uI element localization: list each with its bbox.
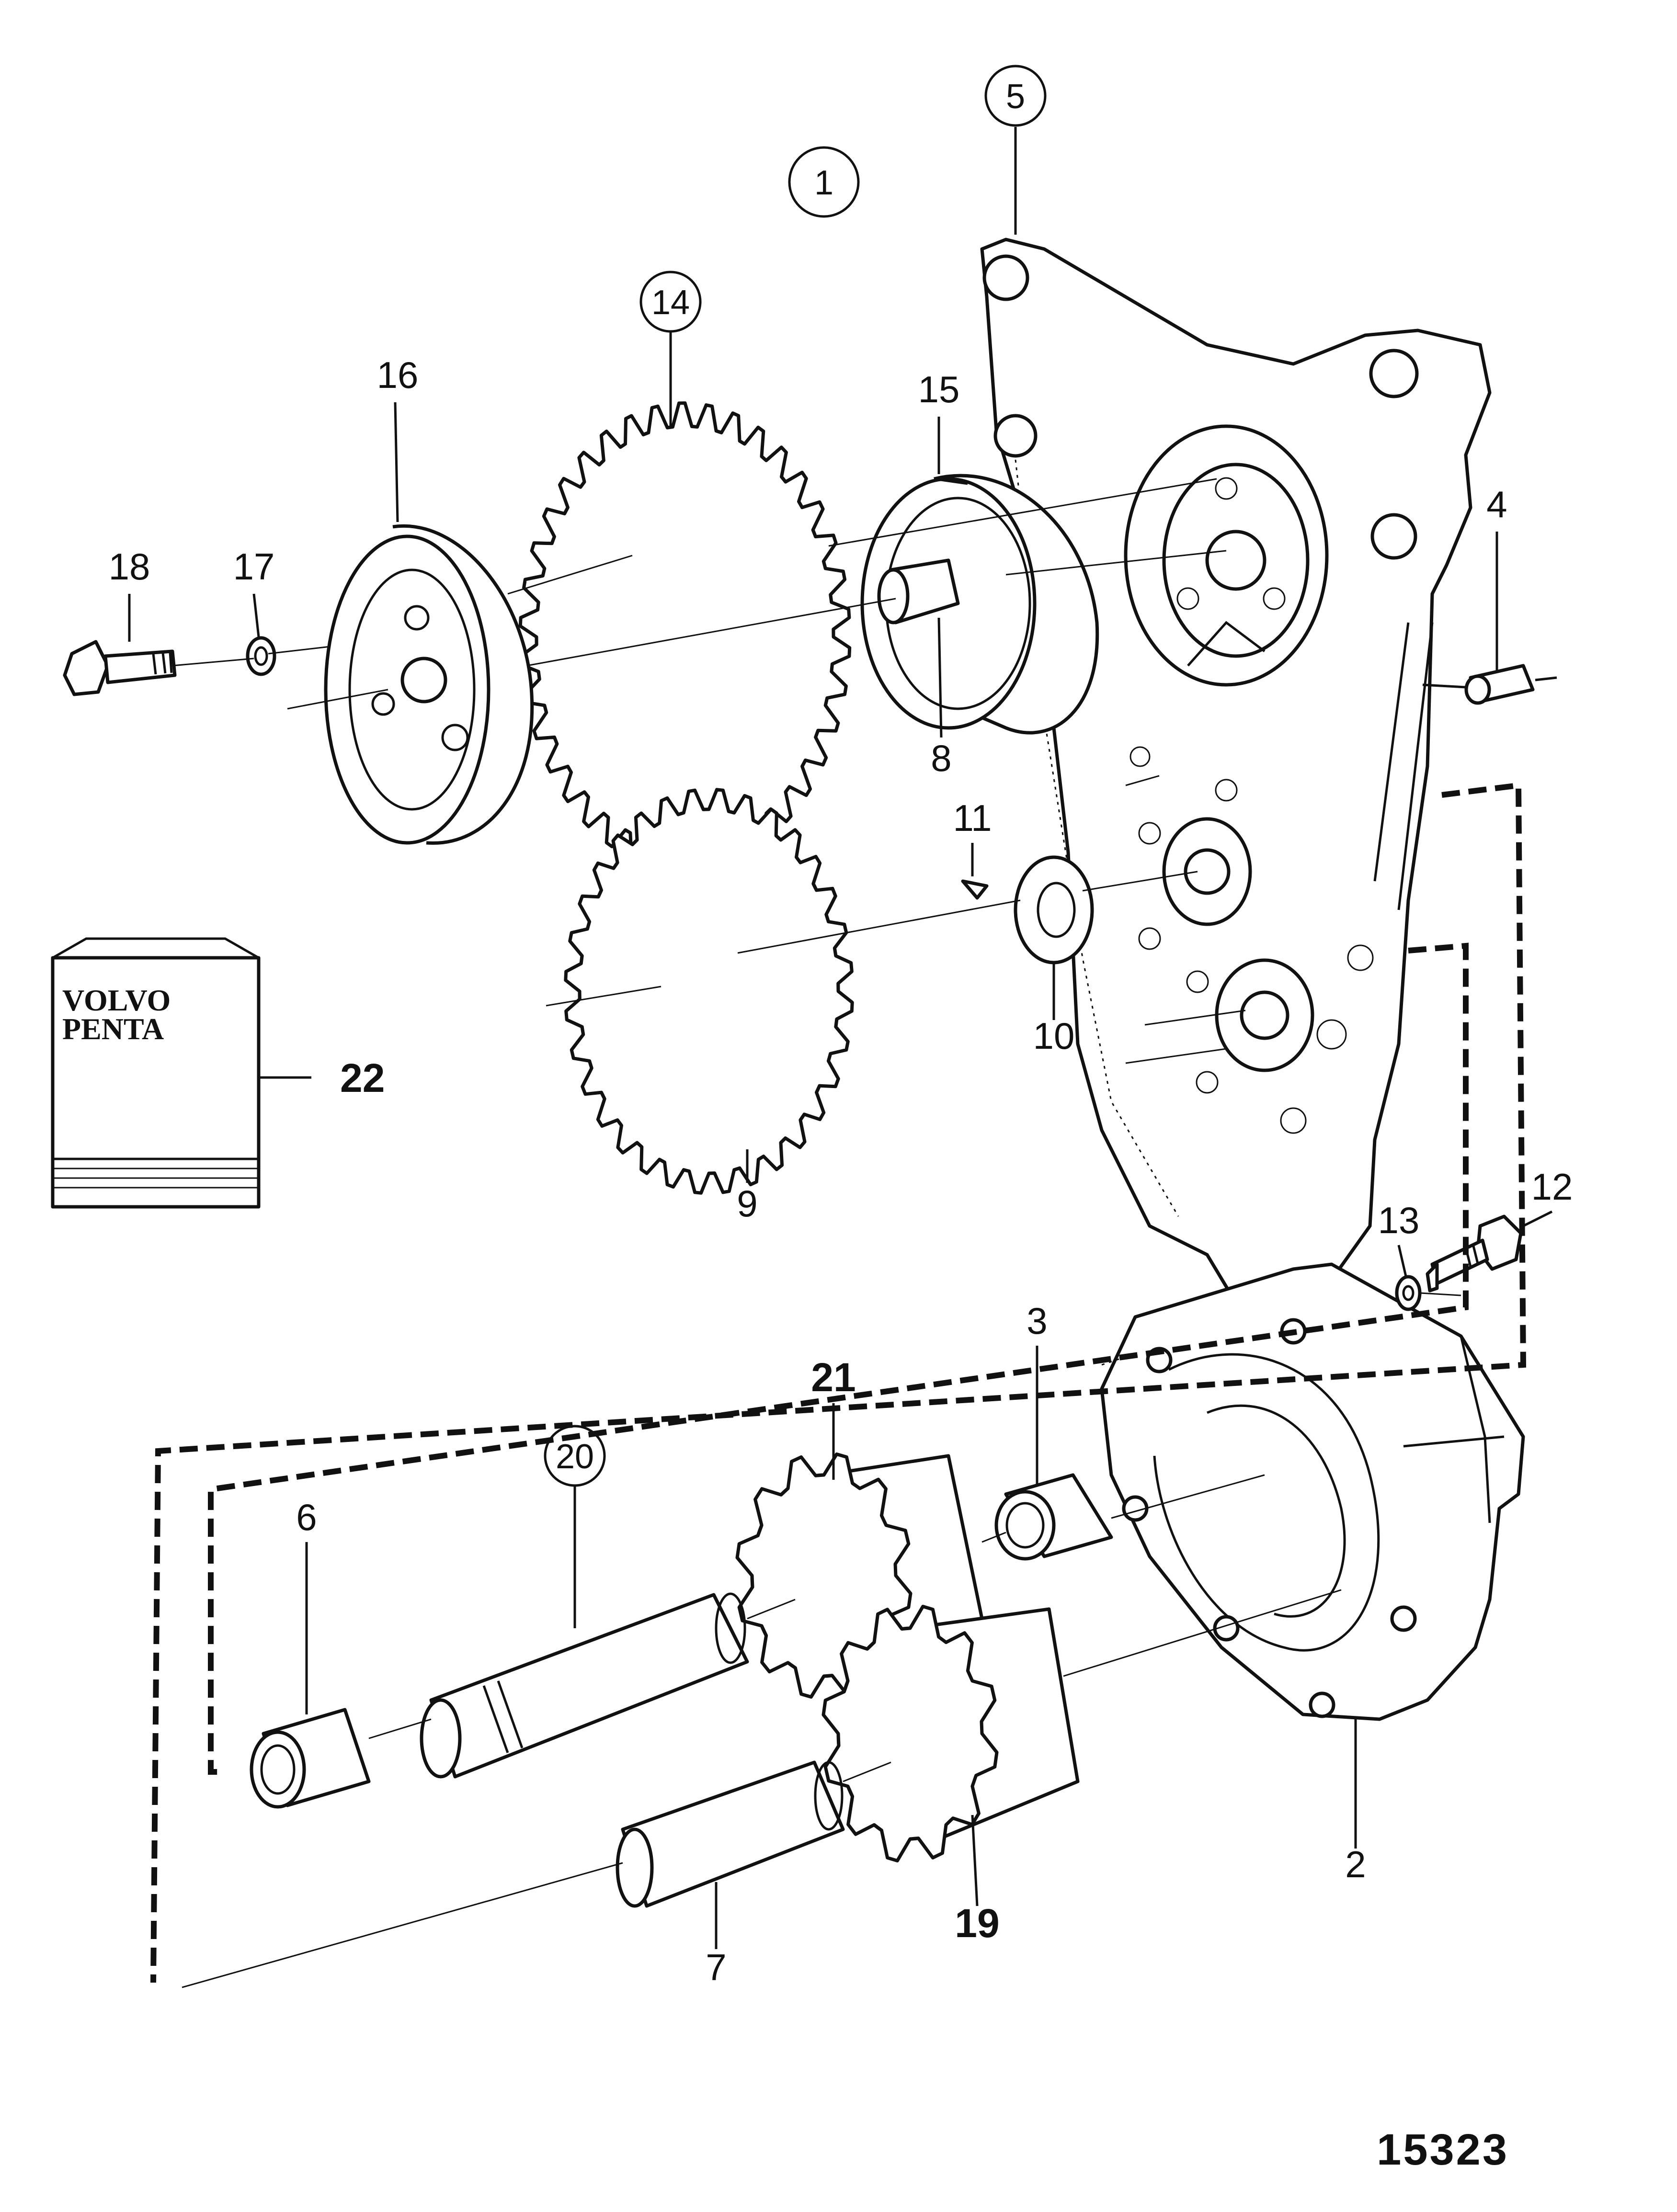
part-callouts: 16 15 17 18 4 8 11 10 9 22 12 13 3 21 6 … xyxy=(109,354,1573,1988)
bolt-12 xyxy=(1426,1214,1523,1293)
timing-cover xyxy=(980,238,1492,1305)
gasket-kit-22: VOLVO PENTA xyxy=(51,937,261,1209)
gear-teeth xyxy=(564,788,854,1195)
callout-22: 22 xyxy=(340,1055,385,1100)
pulley-16 xyxy=(324,524,534,845)
bushing-6 xyxy=(250,1708,371,1809)
drawing-number: 15323 xyxy=(1377,2125,1509,2174)
callout-15: 15 xyxy=(918,368,960,410)
key-11 xyxy=(961,879,989,900)
washer-13 xyxy=(1395,1275,1422,1311)
callout-19: 19 xyxy=(955,1901,999,1946)
callout-13: 13 xyxy=(1378,1199,1420,1241)
idler-gear-9 xyxy=(564,788,854,1195)
callout-11: 11 xyxy=(953,797,992,839)
bolt-18 xyxy=(63,640,177,696)
gear-tooth-profile xyxy=(564,788,854,1195)
callout-6: 6 xyxy=(296,1496,317,1538)
callout-circle-1 xyxy=(788,146,860,218)
callout-4: 4 xyxy=(1486,483,1507,525)
callout-18: 18 xyxy=(109,545,150,588)
callout-3: 3 xyxy=(1027,1300,1047,1342)
callout-7: 7 xyxy=(706,1946,726,1988)
callout-10: 10 xyxy=(1033,1015,1075,1057)
pump-gear-19 xyxy=(821,1605,1080,1862)
callout-21: 21 xyxy=(811,1355,856,1400)
shaft-7 xyxy=(616,1760,845,1908)
circled-callouts: 1 5 14 20 xyxy=(544,65,1047,1487)
callout-9: 9 xyxy=(737,1182,757,1225)
callout-17: 17 xyxy=(233,545,275,588)
bushing-4 xyxy=(1422,664,1557,705)
callout-14: 14 xyxy=(651,284,690,322)
assembly-lines xyxy=(172,478,1461,1988)
pump-housing-2 xyxy=(1100,1262,1525,1721)
gear-tooth-profile xyxy=(821,1605,999,1862)
leader-lines xyxy=(128,127,1553,1949)
callout-circle-5 xyxy=(984,65,1047,127)
callout-1: 1 xyxy=(814,164,833,202)
gear-teeth xyxy=(821,1605,999,1862)
callout-2: 2 xyxy=(1345,1843,1366,1885)
callout-12: 12 xyxy=(1531,1166,1573,1208)
washer-17 xyxy=(246,636,276,676)
pump-gear-21 xyxy=(735,1452,984,1699)
callout-16: 16 xyxy=(377,354,419,396)
thrust-washer-10 xyxy=(1014,855,1094,964)
hub-15 xyxy=(860,474,1099,735)
callout-20: 20 xyxy=(556,1438,594,1476)
callout-5: 5 xyxy=(1006,78,1025,116)
group-brackets xyxy=(150,782,1527,1983)
brand-logo-volvo: VOLVO xyxy=(62,983,171,1017)
brand-logo-penta: PENTA xyxy=(62,1012,164,1046)
callout-8: 8 xyxy=(931,737,951,779)
bushing-3 xyxy=(994,1473,1113,1561)
callout-circle-14 xyxy=(639,271,702,333)
shaft-20 xyxy=(420,1592,749,1779)
callout-circle-20 xyxy=(544,1425,606,1487)
